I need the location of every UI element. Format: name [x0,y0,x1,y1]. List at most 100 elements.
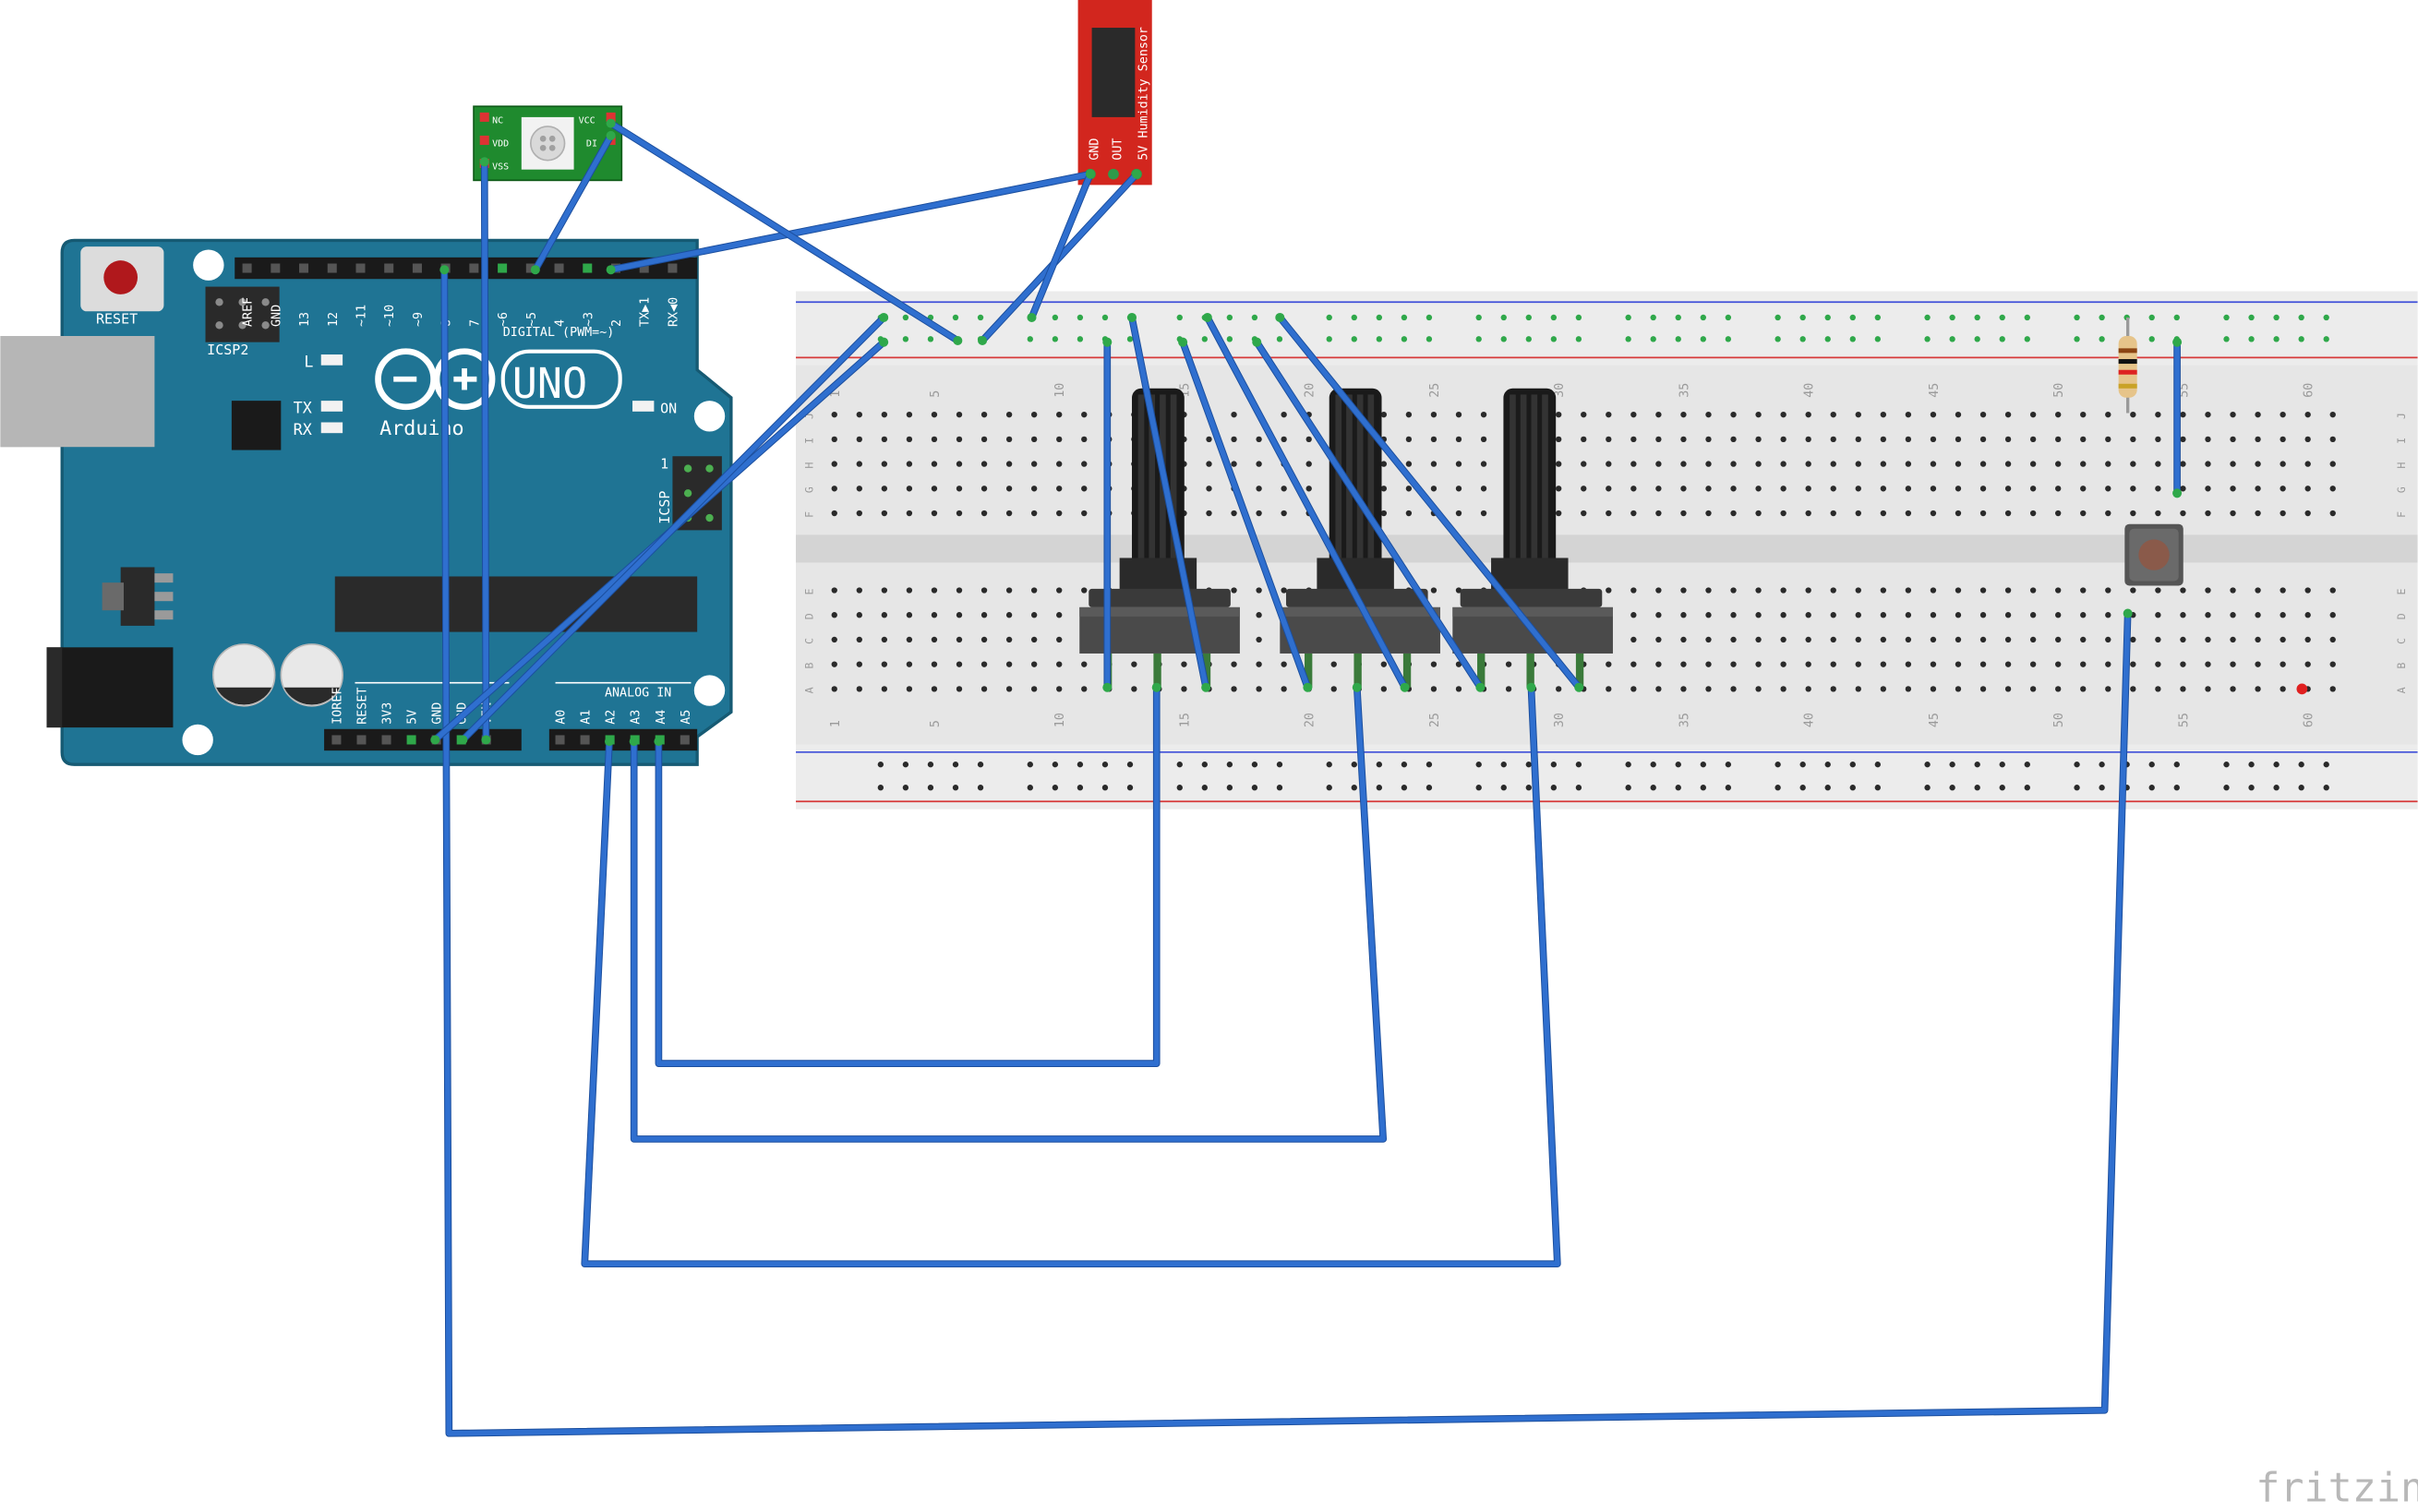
wire-endpoint [1400,682,1410,692]
breadboard-hole [1630,661,1637,667]
breadboard-hole [2180,587,2186,594]
breadboard-hole [1680,587,1687,594]
rail-hole [2248,762,2255,768]
breadboard-hole [1030,661,1038,667]
breadboard-hole [1480,436,1487,443]
rail-hole [1376,336,1383,342]
breadboard-hole [881,661,888,667]
breadboard-hole [881,461,888,467]
breadboard-hole [2004,636,2012,643]
rail-hole [1874,336,1881,342]
breadboard-hole [2180,436,2186,443]
breadboard-hole [1430,486,1438,492]
breadboard-hole [2029,436,2037,443]
analog-pin [555,735,565,745]
rail-hole [1974,785,1980,791]
breadboard-hole [1979,636,1987,643]
column-number: 50 [2052,383,2066,398]
breadboard-hole [956,461,963,467]
breadboard-hole [2205,686,2211,692]
breadboard-hole [1780,612,1786,618]
resistor [2118,317,2137,414]
breadboard-hole [2029,486,2037,492]
rail-hole [1824,336,1831,342]
rail-hole [1550,314,1558,321]
breadboard-hole [1930,411,1937,418]
rail-hole [877,762,884,768]
rail-hole [1525,762,1532,768]
rail-hole [1849,785,1856,791]
wire [1129,315,1209,690]
breadboard-hole [1830,436,1836,443]
rail-hole [902,785,909,791]
breadboard-hole [2080,587,2087,594]
rail-hole [2223,762,2230,768]
row-letter: H [2395,462,2408,469]
breadboard-hole [2255,461,2261,467]
breadboard-hole [1630,636,1637,643]
breadboard-hole [1805,411,1811,418]
breadboard-hole [906,612,913,618]
breadboard-hole [2155,461,2161,467]
rail-hole [2099,762,2105,768]
breadboard-hole [1880,411,1887,418]
sensor-name-label: 5V Humidity Sensor [1137,27,1151,161]
rail-hole [1974,336,1980,342]
rail-hole [1974,762,1980,768]
rail-hole [1351,785,1357,791]
wire-endpoint [1526,682,1536,692]
breadboard-hole [906,436,913,443]
breadboard-hole [2180,486,2186,492]
breadboard-hole [1979,461,1987,467]
rail-hole [1874,762,1881,768]
digital-header [235,257,698,280]
digital-pin [469,263,479,273]
breadboard-hole [1979,411,1987,418]
breadboard-red-marker [2296,683,2308,695]
breadboard-hole [2055,436,2062,443]
column-number: 50 [2052,713,2066,727]
breadboard-hole [1680,411,1687,418]
breadboard-hole [1705,661,1712,667]
breadboard-hole [831,587,837,594]
rail-hole [1276,336,1283,342]
rail-hole [2099,785,2105,791]
breadboard-hole [1705,587,1712,594]
breadboard-hole [956,661,963,667]
breadboard-hole [856,436,862,443]
breadboard-hole [2304,510,2311,517]
rail-hole [902,336,909,342]
breadboard-hole [2180,612,2186,618]
breadboard-hole [1256,636,1262,643]
row-letter: I [802,438,815,444]
rail-hole [2273,785,2280,791]
wire-endpoint [1102,337,1113,347]
breadboard-hole [2155,612,2161,618]
breadboard-hole [931,612,938,618]
wire-endpoint [1574,682,1584,692]
breadboard-hole [956,486,963,492]
breadboard-hole [1630,686,1637,692]
breadboard-hole [1430,686,1438,692]
rail-hole [1351,336,1357,342]
breadboard-hole [1805,436,1811,443]
wire-endpoint [2123,608,2133,618]
rail-hole [1774,314,1781,321]
breadboard-hole [2230,486,2236,492]
breadboard-hole [1930,461,1937,467]
reset-label: RESET [96,311,138,328]
rail-hole [1949,785,1955,791]
wire-endpoint [1201,682,1211,692]
breadboard-hole [2329,587,2336,594]
breadboard-hole [931,661,938,667]
row-letter: J [2395,413,2408,419]
breadboard-hole [1131,686,1137,692]
breadboard-hole [1256,510,1262,517]
rail-hole [1176,762,1183,768]
column-number: 45 [1928,383,1942,398]
breadboard-hole [1630,461,1637,467]
analog-pin-label: A2 [605,710,619,725]
rail-hole [1251,785,1258,791]
rail-hole [2273,336,2280,342]
breadboard-hole [1930,612,1937,618]
